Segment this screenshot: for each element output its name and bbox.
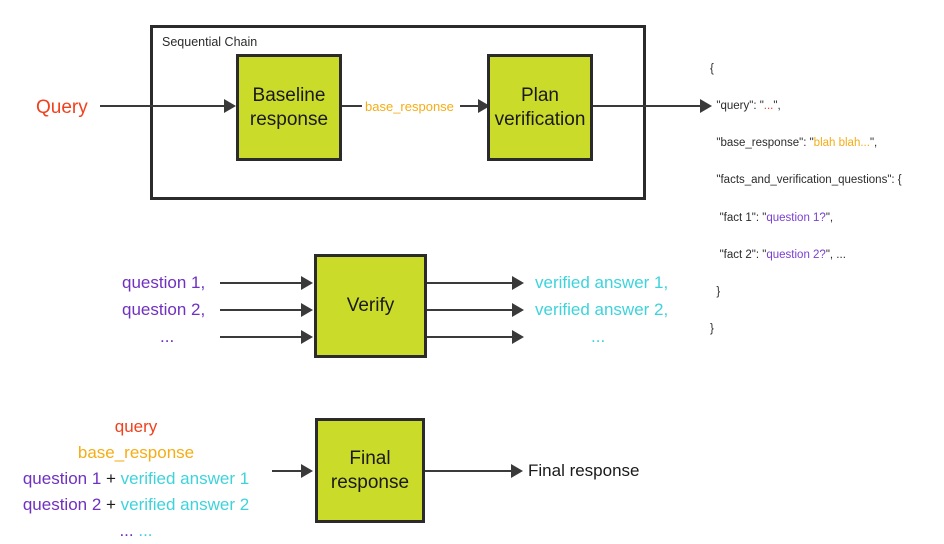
verify-output-line-3 bbox=[427, 336, 515, 338]
json-line-4: "facts_and_verification_questions": { bbox=[716, 174, 902, 187]
baseline-response-box: Baseline response bbox=[236, 54, 342, 161]
verify-input-line-3 bbox=[220, 336, 304, 338]
compose-line-base-response: base_response bbox=[77, 443, 195, 462]
verify-input-label-2: question 2, bbox=[122, 300, 206, 319]
base-response-edge-label: base_response bbox=[365, 99, 454, 114]
verify-output-line-2 bbox=[427, 309, 515, 311]
verify-box-label: Verify bbox=[346, 295, 395, 317]
verify-input-label-3: ... bbox=[160, 327, 175, 346]
json-line-3: "base_response": "blah blah...", bbox=[716, 137, 878, 150]
verify-input-arrowhead-1 bbox=[301, 276, 313, 290]
compose-line-pair-1: question 1 + verified answer 1 bbox=[22, 469, 250, 488]
json-line-1: { bbox=[710, 62, 714, 75]
query-to-baseline-line bbox=[100, 105, 227, 107]
json-line-6: "fact 2": "question 2?", ... bbox=[719, 248, 846, 261]
verify-output-line-1 bbox=[427, 282, 515, 284]
verify-output-label-2: verified answer 2, bbox=[535, 300, 669, 319]
verify-input-line-2 bbox=[220, 309, 304, 311]
final-response-label-line1: Final bbox=[349, 448, 391, 470]
final-response-output-line bbox=[425, 470, 515, 472]
json-output-block: { "query": "...", "base_response": "blah… bbox=[710, 41, 902, 376]
final-input-compose-block: query base_response question 1 + verifie… bbox=[0, 414, 272, 544]
final-response-output-label: Final response bbox=[528, 461, 640, 480]
json-line-7: } bbox=[716, 286, 721, 299]
verify-output-arrowhead-1 bbox=[512, 276, 524, 290]
verify-input-label-1: question 1, bbox=[122, 273, 206, 292]
json-line-2: "query": "...", bbox=[716, 99, 781, 112]
verify-output-arrowhead-2 bbox=[512, 303, 524, 317]
verify-output-arrowhead-3 bbox=[512, 330, 524, 344]
compose-line-pair-2: question 2 + verified answer 2 bbox=[22, 495, 250, 514]
plan-verification-output-line bbox=[593, 105, 705, 107]
base-response-line-right bbox=[460, 105, 482, 107]
json-line-8: } bbox=[710, 323, 714, 336]
compose-line-ellipsis: ... ... bbox=[119, 521, 153, 540]
verify-input-arrowhead-2 bbox=[301, 303, 313, 317]
compose-to-final-arrowhead bbox=[301, 464, 313, 478]
final-response-output-arrowhead bbox=[511, 464, 523, 478]
sequential-chain-title: Sequential Chain bbox=[162, 35, 258, 49]
final-response-box: Final response bbox=[315, 418, 425, 523]
base-response-line-left bbox=[342, 105, 362, 107]
plan-verification-box: Plan verification bbox=[487, 54, 593, 161]
sequential-chain-container bbox=[150, 25, 646, 200]
verify-output-label-1: verified answer 1, bbox=[535, 273, 669, 292]
verify-box: Verify bbox=[314, 254, 427, 358]
baseline-response-label-line2: response bbox=[249, 108, 329, 130]
compose-line-query: query bbox=[114, 417, 158, 436]
compose-to-final-line bbox=[272, 470, 304, 472]
plan-verification-label-line2: verification bbox=[494, 108, 586, 130]
baseline-response-label-line1: Baseline bbox=[252, 85, 326, 107]
verify-output-label-3: ... bbox=[591, 327, 606, 346]
json-line-5: "fact 1": "question 1?", bbox=[719, 211, 834, 224]
query-to-baseline-arrowhead bbox=[224, 99, 236, 113]
query-input-label: Query bbox=[36, 97, 88, 118]
plan-verification-label-line1: Plan bbox=[520, 85, 559, 107]
verify-input-line-1 bbox=[220, 282, 304, 284]
plan-verification-output-arrowhead bbox=[700, 99, 712, 113]
final-response-label-line2: response bbox=[330, 471, 410, 493]
verify-input-arrowhead-3 bbox=[301, 330, 313, 344]
